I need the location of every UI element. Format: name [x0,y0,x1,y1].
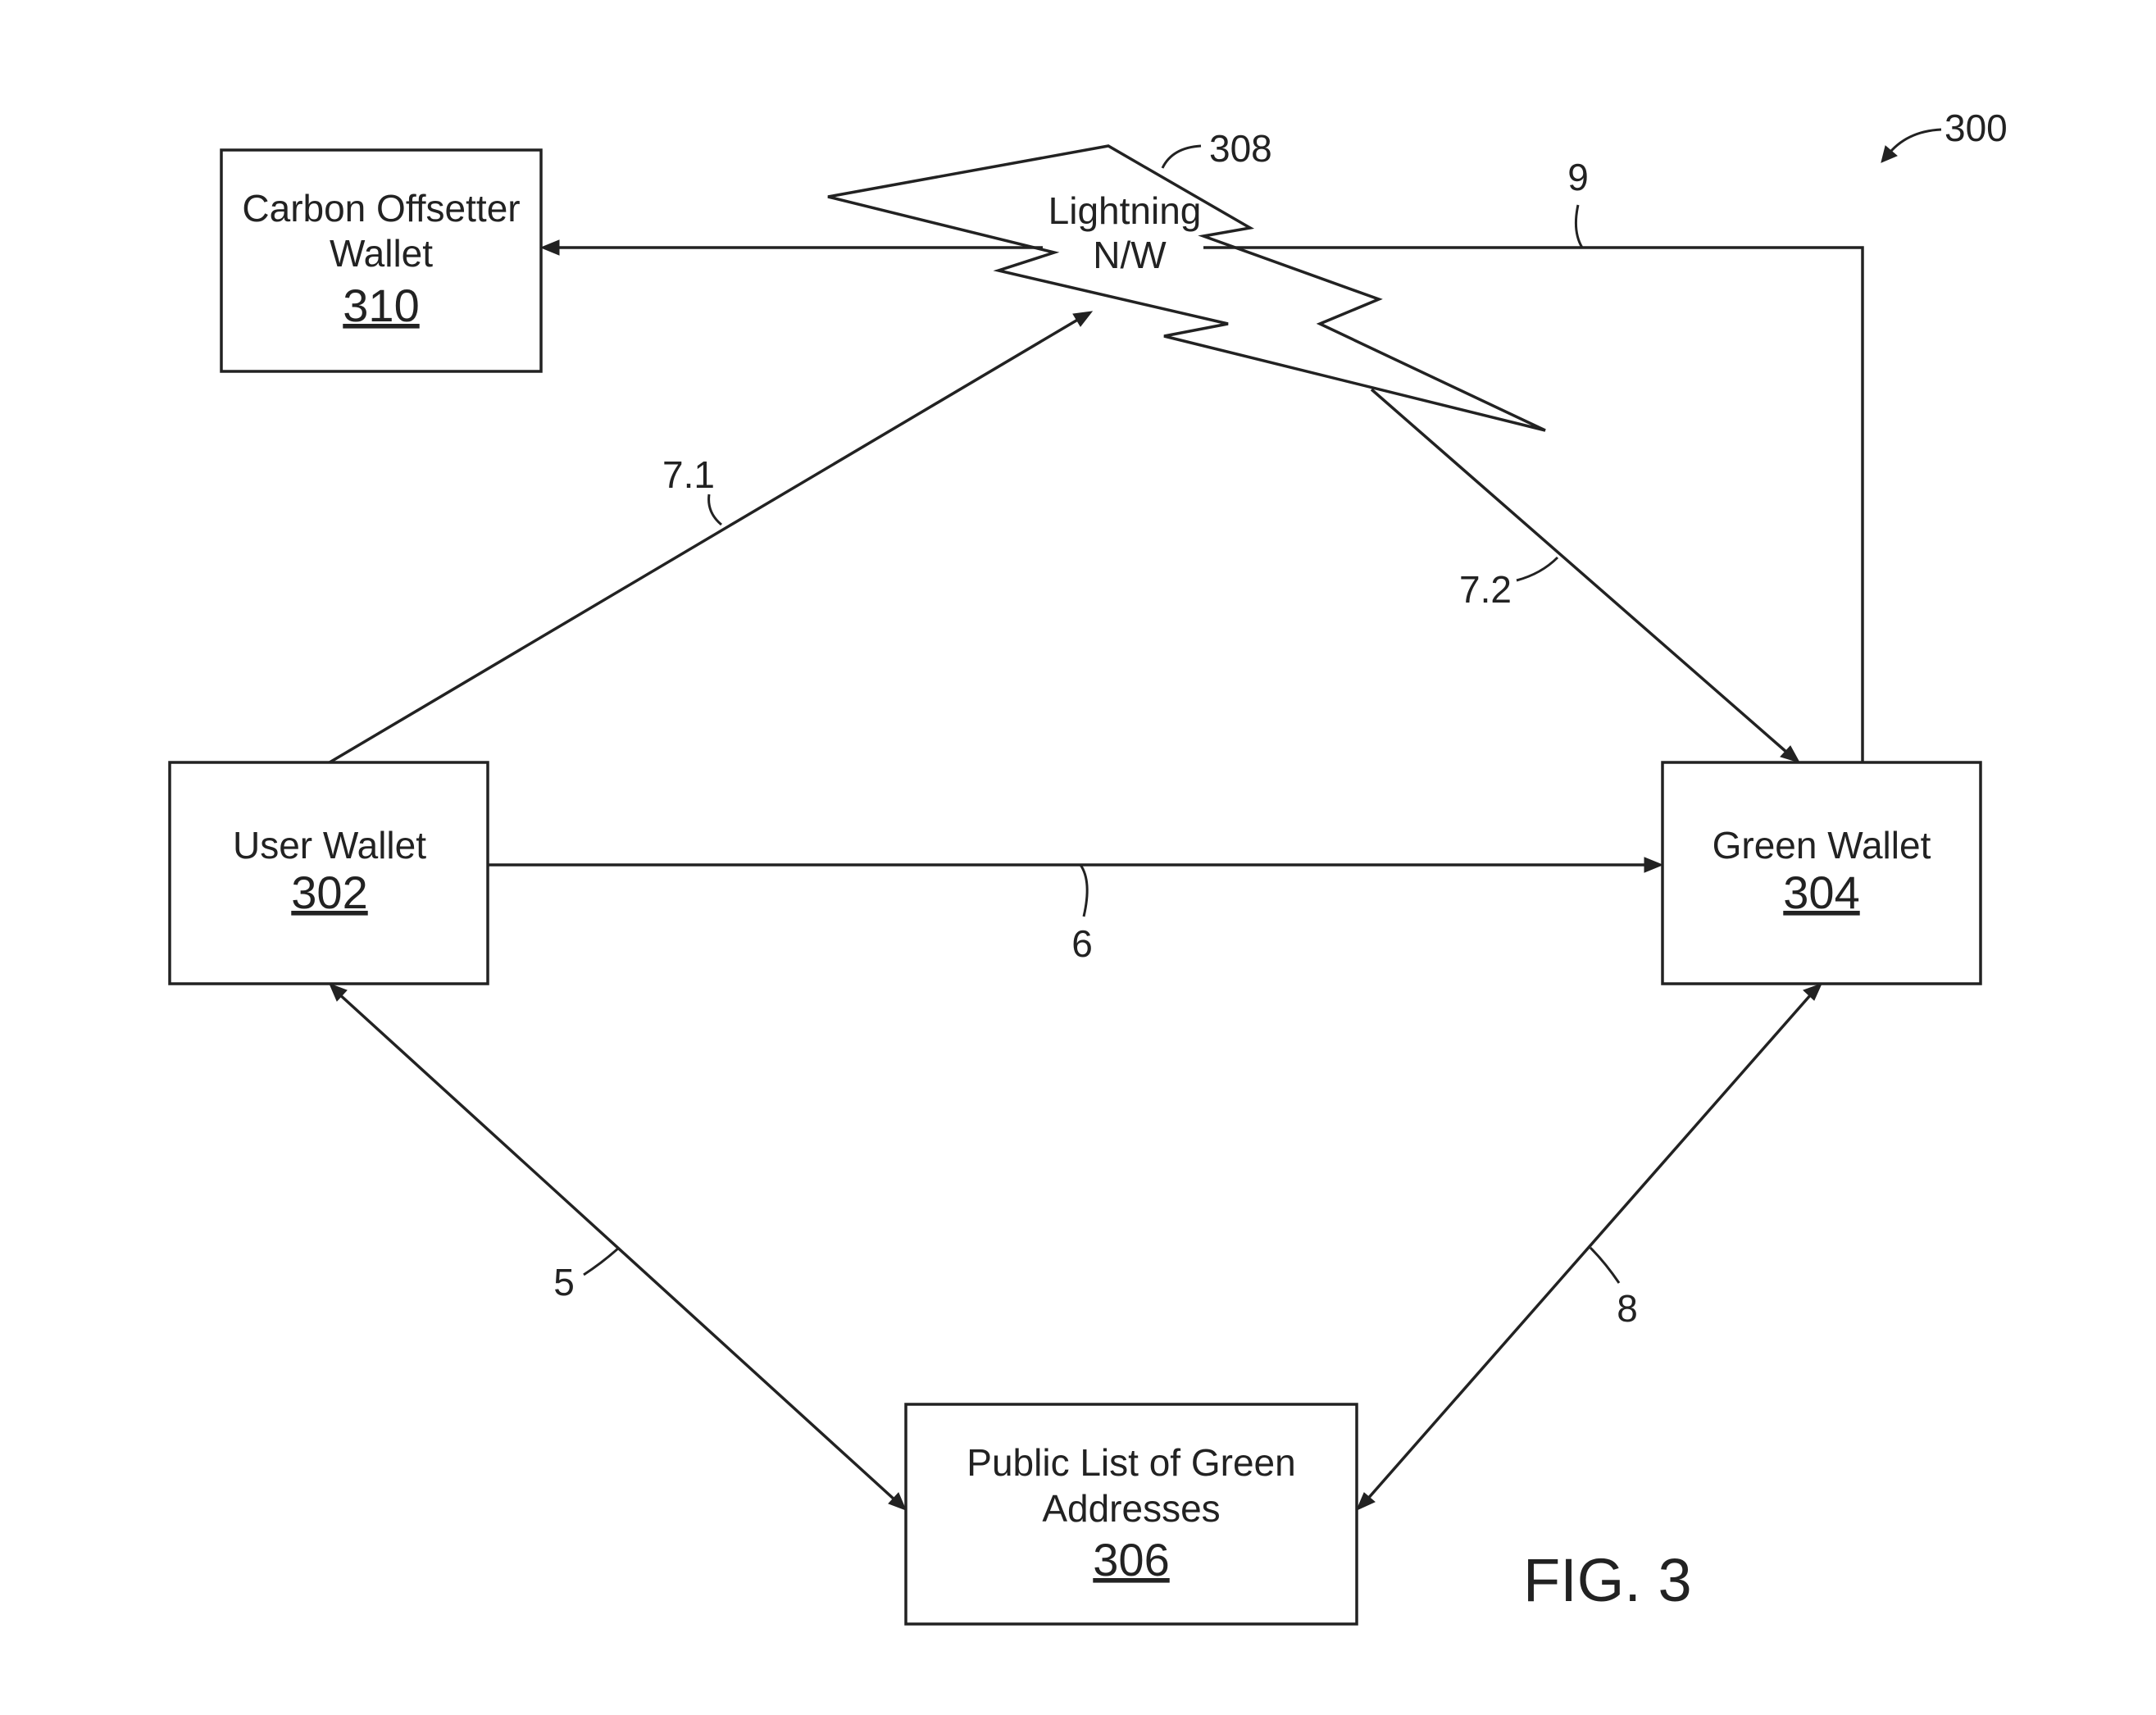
edge-7-1-arrowhead [1072,311,1094,327]
user-wallet-number: 302 [291,867,367,918]
lightning-leader-line [1161,144,1202,169]
edge-8: 8 [1356,983,1822,1511]
edge-6-label: 6 [1071,922,1093,965]
green-wallet-rect [1661,761,1982,985]
figure-reference-leader [1885,128,1942,157]
edge-7-1: 7.1 [329,311,1094,764]
edge-7-1-leader [707,494,722,526]
edge-5-line [337,992,897,1502]
carbon-offsetter-number: 310 [343,280,419,331]
edge-7-2-label: 7.2 [1459,568,1512,611]
user-wallet-box: User Wallet 302 [168,761,489,985]
edge-5-arrowhead-bottom [888,1492,907,1511]
green-wallet-box: Green Wallet 304 [1661,761,1982,985]
public-list-label-line2: Addresses [1042,1487,1220,1530]
lightning-label-line1: Lightning [1048,189,1202,232]
carbon-offsetter-label-line2: Wallet [330,232,433,275]
public-list-box: Public List of Green Addresses 306 [904,1403,1358,1626]
edge-8-arrowhead-bottom [1356,1492,1376,1511]
edge-5-label: 5 [553,1261,575,1303]
figure-reference-number: 300 [1944,107,2008,149]
edge-7-2-line [1370,388,1789,754]
edge-5-leader [583,1246,621,1276]
carbon-offsetter-label-line1: Carbon Offsetter [242,187,520,230]
edge-6-leader [1079,864,1089,917]
edge-6: 6 [488,857,1664,965]
lightning-network: Lightning N/W 308 [827,127,1546,432]
green-wallet-number: 304 [1783,867,1859,918]
figure-reference-arrowhead [1881,145,1898,163]
lightning-number: 308 [1209,127,1272,170]
figure-caption: FIG. 3 [1523,1546,1692,1614]
edge-7-1-line [329,316,1081,764]
figure-reference: 300 [1881,107,2008,163]
edge-7-2-leader [1516,556,1559,582]
lightning-label-line2: N/W [1093,234,1167,276]
edge-9-label: 9 [1567,156,1589,198]
public-list-label-line1: Public List of Green [967,1441,1295,1484]
edge-9-arrowhead [539,239,560,256]
edge-7-2-arrowhead [1780,745,1801,763]
edge-8-line [1365,992,1813,1502]
edge-9-line-right [1203,246,1864,762]
edge-5-arrowhead-top [329,983,348,1002]
edge-9: 9 [539,156,1864,762]
carbon-offsetter-wallet-rect [220,148,543,373]
edge-8-arrowhead-top [1803,983,1822,1001]
edge-9-leader [1574,204,1584,248]
carbon-offsetter-wallet-box: Carbon Offsetter Wallet 310 [220,148,543,373]
edge-7-2: 7.2 [1370,388,1801,763]
edge-8-label: 8 [1617,1287,1638,1330]
edge-7-1-label: 7.1 [662,453,715,496]
edge-6-arrowhead [1644,857,1664,873]
user-wallet-rect [168,761,489,985]
edge-5: 5 [329,983,907,1511]
green-wallet-label: Green Wallet [1713,824,1931,867]
edge-8-leader [1589,1246,1621,1284]
user-wallet-label: User Wallet [233,824,426,867]
lightning-bolt-shape [827,144,1546,432]
public-list-number: 306 [1093,1534,1169,1585]
public-list-rect [904,1403,1358,1626]
